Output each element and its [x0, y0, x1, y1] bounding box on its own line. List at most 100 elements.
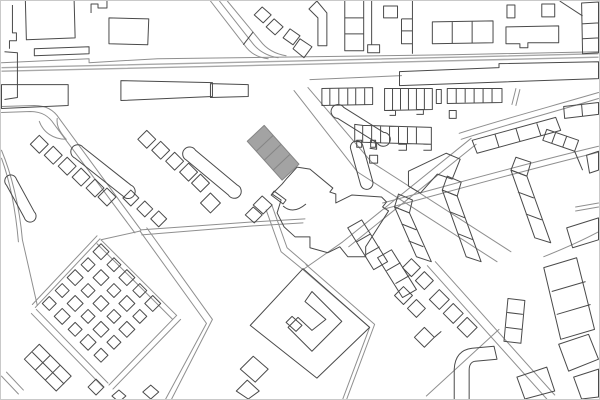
corridor-strips-path-0 [2, 85, 69, 109]
terraces-west-path-0 [30, 135, 48, 153]
buildings-east [322, 88, 599, 399]
buildings-north-path-19 [542, 4, 555, 17]
buildings-north-path-9 [293, 39, 312, 58]
road-network-path-35 [512, 89, 516, 105]
housing-cluster-path-17 [81, 309, 95, 323]
road-network-path-2 [2, 111, 135, 232]
buildings-south [24, 269, 369, 399]
buildings-north-path-15 [401, 1, 412, 54]
terraces-west-path-11 [192, 174, 210, 192]
buildings-north-path-14 [384, 6, 398, 18]
terraces-west-path-1 [44, 146, 62, 164]
terraces-west-path-9 [166, 152, 184, 170]
housing-cluster-path-21 [54, 308, 70, 324]
housing-cluster-path-15 [55, 284, 69, 298]
buildings-east-path-3 [447, 89, 502, 104]
buildings-north-path-17 [506, 26, 559, 48]
housing-cluster-path-3 [133, 284, 147, 298]
buildings-east-path-14 [395, 207, 432, 262]
road-network-path-6 [142, 223, 303, 235]
corridor-strips-path-2 [210, 84, 248, 98]
buildings-east-path-22 [567, 218, 599, 248]
buildings-east-path-19 [348, 220, 388, 270]
road-network-path-24 [306, 265, 375, 399]
buildings-east-path-16 [442, 190, 481, 262]
center-complex-path-3 [253, 196, 272, 214]
highlighted-building-path-3 [273, 154, 290, 170]
housing-cluster [42, 244, 160, 362]
buildings-east-path-4 [449, 110, 456, 118]
terraces-west-path-2 [58, 157, 76, 175]
railway-path-1 [2, 57, 599, 71]
center-complex-path-7 [357, 140, 376, 147]
housing-cluster-path-16 [67, 296, 83, 312]
road-network-path-0 [2, 52, 599, 63]
highlighted-building-path-1 [256, 135, 273, 151]
center-complex-path-4 [245, 207, 262, 223]
housing-cluster-path-6 [93, 270, 109, 286]
road-network-path-11 [32, 236, 97, 305]
road-network-path-12 [101, 240, 177, 316]
buildings-north-path-0 [9, 5, 16, 49]
buildings-north-path-16 [432, 21, 493, 44]
terraces-west-path-16 [5, 175, 36, 222]
housing-cluster-path-13 [107, 309, 121, 323]
buildings-north-path-12 [345, 1, 364, 51]
road-network-path-20 [294, 91, 497, 262]
housing-cluster-path-18 [93, 321, 109, 337]
buildings-east-path-18 [511, 170, 551, 243]
buildings-south-path-6 [88, 379, 104, 395]
terraces-west-path-15 [151, 211, 167, 227]
buildings-east-path-1 [385, 89, 433, 116]
housing-cluster-path-5 [81, 258, 95, 272]
road-network-path-25 [459, 93, 598, 134]
housing-cluster-path-8 [119, 296, 135, 312]
railway-path-0 [2, 54, 599, 68]
buildings-east-path-25 [395, 287, 426, 318]
buildings-south-path-7 [143, 385, 159, 399]
buildings-south-path-0 [250, 269, 369, 378]
road-network-path-29 [427, 266, 546, 399]
road-network-path-10 [35, 239, 100, 308]
buildings-east-path-9 [472, 117, 561, 153]
corridor-strips-path-3 [400, 62, 599, 86]
housing-cluster-path-2 [119, 270, 135, 286]
road-network-path-14 [109, 315, 177, 385]
housing-cluster-path-0 [93, 244, 109, 260]
buildings-north-path-10 [243, 32, 253, 45]
road-network-path-37 [39, 121, 66, 139]
road-network-path-27 [383, 146, 599, 203]
road-network-path-43 [272, 206, 308, 266]
buildings-south-path-5 [24, 344, 71, 391]
housing-cluster-path-9 [133, 309, 147, 323]
road-network-path-15 [113, 319, 181, 389]
housing-cluster-path-1 [107, 258, 121, 272]
housing-cluster-path-7 [107, 284, 121, 298]
buildings-east-path-6 [370, 155, 378, 163]
housing-cluster-path-20 [42, 297, 56, 311]
road-network-path-16 [36, 309, 108, 383]
terraces-west-path-5 [98, 188, 116, 206]
road-network-path-9 [101, 231, 141, 240]
buildings-south-path-3 [240, 356, 268, 382]
buildings-east-path-28 [454, 346, 497, 399]
road-network-path-30 [435, 262, 554, 395]
buildings-north-path-4 [34, 47, 89, 56]
road-network-path-41 [210, 1, 268, 59]
buildings-south-path-1 [288, 292, 342, 352]
road-network-path-13 [97, 244, 173, 320]
buildings-north-path-6 [254, 7, 271, 23]
buildings-east-path-27 [414, 327, 441, 347]
road-network-path-1 [2, 105, 141, 229]
center-complex-path-2 [271, 191, 286, 204]
housing-cluster-path-19 [107, 335, 121, 349]
housing-cluster-path-22 [68, 322, 82, 336]
buildings-east-path-2 [436, 90, 441, 104]
road-network-path-42 [266, 210, 303, 270]
road-network-path-28 [385, 152, 599, 209]
buildings-south-path-4 [236, 380, 259, 399]
